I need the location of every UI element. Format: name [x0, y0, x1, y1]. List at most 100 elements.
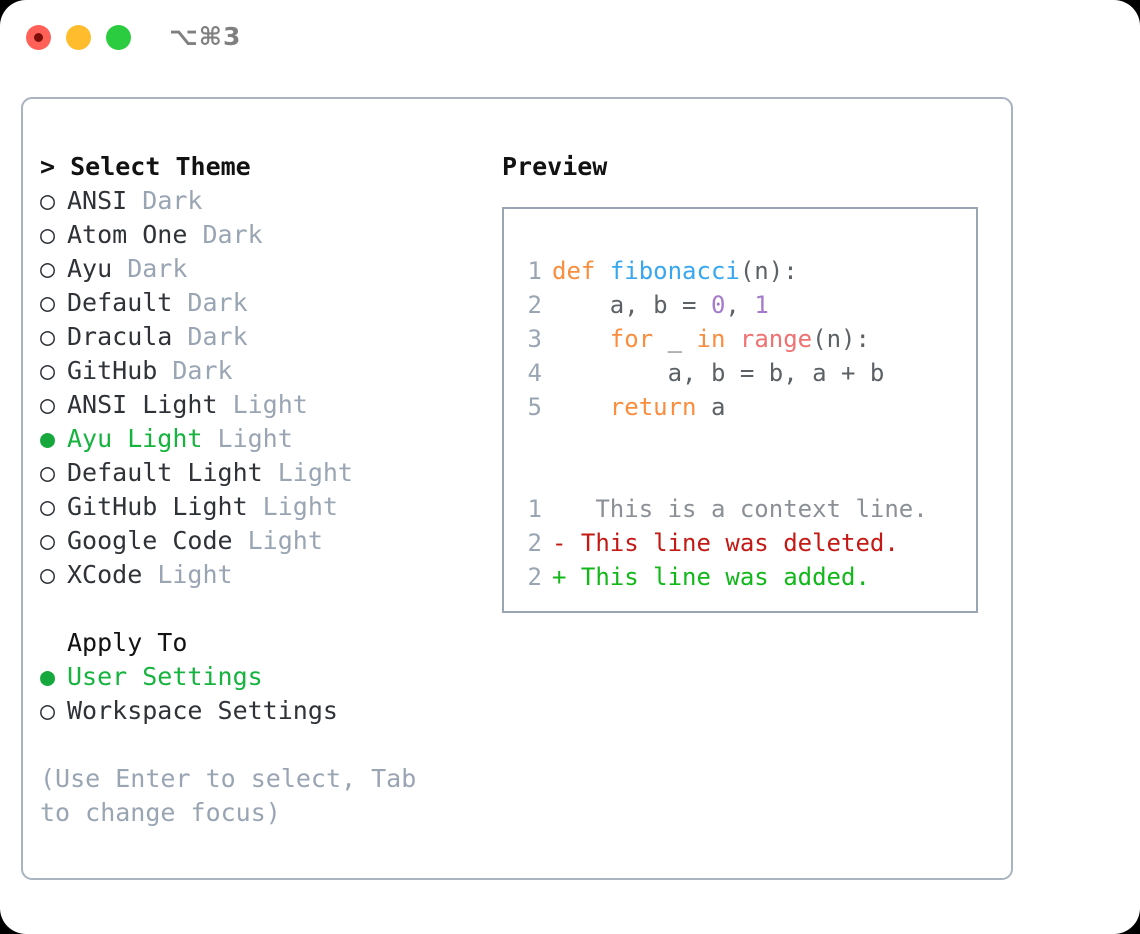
code-token-pl: (n): [739, 257, 798, 285]
line-number: 2 [527, 563, 542, 591]
radio-unselected-icon: ○ [40, 356, 56, 385]
code-token-pl: a, b = [552, 291, 711, 319]
radio-unselected-icon: ○ [40, 254, 56, 283]
theme-option-ansi[interactable]: ○ANSI Dark [40, 184, 490, 218]
theme-variant-badge: Light [202, 424, 293, 453]
theme-selection-column: > Select Theme ○ANSI Dark○Atom One Dark○… [40, 150, 490, 830]
radio-selected-icon: ● [40, 424, 56, 453]
theme-option-atom-one[interactable]: ○Atom One Dark [40, 218, 490, 252]
theme-option-ayu[interactable]: ○Ayu Dark [40, 252, 490, 286]
line-number: 4 [527, 359, 542, 387]
preview-header: Preview [502, 152, 608, 181]
line-number: 3 [527, 325, 542, 353]
code-token-num: 1 [754, 291, 769, 319]
apply-to-list[interactable]: ● User Settings ○ Workspace Settings [40, 660, 490, 728]
theme-option-label: XCode [67, 560, 143, 589]
theme-option-default[interactable]: ○ Default Dark [40, 286, 490, 320]
radio-unselected-icon: ○ [40, 458, 56, 487]
theme-option-label: Default [67, 288, 173, 317]
theme-option-label: ANSI [67, 186, 128, 215]
code-diff-spacer [504, 424, 976, 458]
maximize-button[interactable] [106, 25, 131, 50]
code-token-pl: a, b = b, a + b [552, 359, 885, 387]
theme-option-google-code[interactable]: ○ Google Code Light [40, 524, 490, 558]
close-button[interactable] [26, 25, 51, 50]
radio-unselected-icon: ○ [40, 186, 56, 215]
window-controls [26, 25, 131, 50]
code-line: 1 def fibonacci(n): [504, 254, 976, 288]
code-token-kw: return [609, 393, 697, 421]
theme-option-label: Google Code [67, 526, 233, 555]
code-token-pl [595, 257, 609, 285]
theme-variant-badge: Light [262, 458, 353, 487]
code-token-fn: fibonacci [609, 257, 740, 285]
radio-unselected-icon: ○ [40, 560, 56, 589]
theme-option-label: Dracula [67, 322, 173, 351]
code-line: 2 a, b = 0, 1 [504, 288, 976, 322]
minimize-button[interactable] [66, 25, 91, 50]
code-line: 5 return a [504, 390, 976, 424]
diff-text: This line was deleted. [566, 529, 899, 557]
apply-to-option-workspace-settings[interactable]: ○ Workspace Settings [40, 694, 490, 728]
diff-text: This is a context line. [566, 495, 928, 523]
line-number: 1 [527, 495, 542, 523]
theme-option-github[interactable]: ○GitHub Dark [40, 354, 490, 388]
code-token-pl [725, 325, 739, 353]
theme-variant-badge: Light [232, 526, 323, 555]
code-token-pl: _ [653, 325, 697, 353]
diff-line-deleted: 2- This line was deleted. [504, 526, 976, 560]
theme-option-xcode[interactable]: ○ XCode Light [40, 558, 490, 592]
code-token-pl [552, 393, 610, 421]
code-token-pl: a [696, 393, 726, 421]
theme-variant-badge: Light [247, 492, 338, 521]
theme-variant-badge: Dark [172, 322, 248, 351]
code-token-kw: for [609, 325, 654, 353]
radio-selected-icon: ● [40, 662, 56, 691]
theme-variant-badge: Dark [187, 220, 263, 249]
theme-variant-badge: Light [217, 390, 308, 419]
theme-option-label: Default Light [67, 458, 263, 487]
theme-option-github-light[interactable]: ○ GitHub Light Light [40, 490, 490, 524]
theme-variant-badge: Light [142, 560, 233, 589]
titlebar: ⌥⌘3 [0, 0, 1140, 78]
radio-unselected-icon: ○ [40, 288, 56, 317]
diff-marker: + [552, 563, 567, 591]
diff-marker [552, 495, 566, 523]
theme-option-ansi-light[interactable]: ○ ANSI Light Light [40, 388, 490, 422]
line-number: 2 [527, 291, 542, 319]
diff-line-added: 2+ This line was added. [504, 560, 976, 594]
code-token-pl: , [725, 291, 755, 319]
theme-option-ayu-light[interactable]: ●Ayu Light Light [40, 422, 490, 456]
code-token-kw: def [552, 257, 596, 285]
theme-list[interactable]: ○ANSI Dark○Atom One Dark○Ayu Dark○Defaul… [40, 184, 490, 592]
theme-option-label: GitHub [67, 356, 158, 385]
radio-unselected-icon: ○ [40, 696, 56, 725]
radio-unselected-icon: ○ [40, 492, 56, 521]
theme-option-dracula[interactable]: ○ Dracula Dark [40, 320, 490, 354]
apply-to-option-label: Workspace Settings [67, 696, 338, 725]
theme-option-default-light[interactable]: ○ Default Light Light [40, 456, 490, 490]
select-theme-header: > Select Theme [40, 152, 251, 181]
diff-sample: 1 This is a context line.2- This line wa… [504, 492, 976, 594]
line-number: 2 [527, 529, 542, 557]
keyboard-shortcut-label: ⌥⌘3 [169, 22, 242, 51]
line-number: 1 [527, 257, 542, 285]
theme-option-label: ANSI Light [67, 390, 218, 419]
theme-variant-badge: Dark [172, 288, 248, 317]
radio-unselected-icon: ○ [40, 390, 56, 419]
radio-unselected-icon: ○ [40, 322, 56, 351]
theme-option-label: Atom One [67, 220, 188, 249]
theme-option-label: GitHub Light [67, 492, 248, 521]
code-line: 3 for _ in range(n): [504, 322, 976, 356]
code-token-pl [552, 325, 610, 353]
main-panel: > Select Theme ○ANSI Dark○Atom One Dark○… [21, 97, 1013, 880]
radio-unselected-icon: ○ [40, 526, 56, 555]
line-number: 5 [527, 393, 542, 421]
apply-to-option-user-settings[interactable]: ● User Settings [40, 660, 490, 694]
code-token-bi: range [739, 325, 813, 353]
apply-to-option-label: User Settings [67, 662, 263, 691]
diff-line-context: 1 This is a context line. [504, 492, 976, 526]
